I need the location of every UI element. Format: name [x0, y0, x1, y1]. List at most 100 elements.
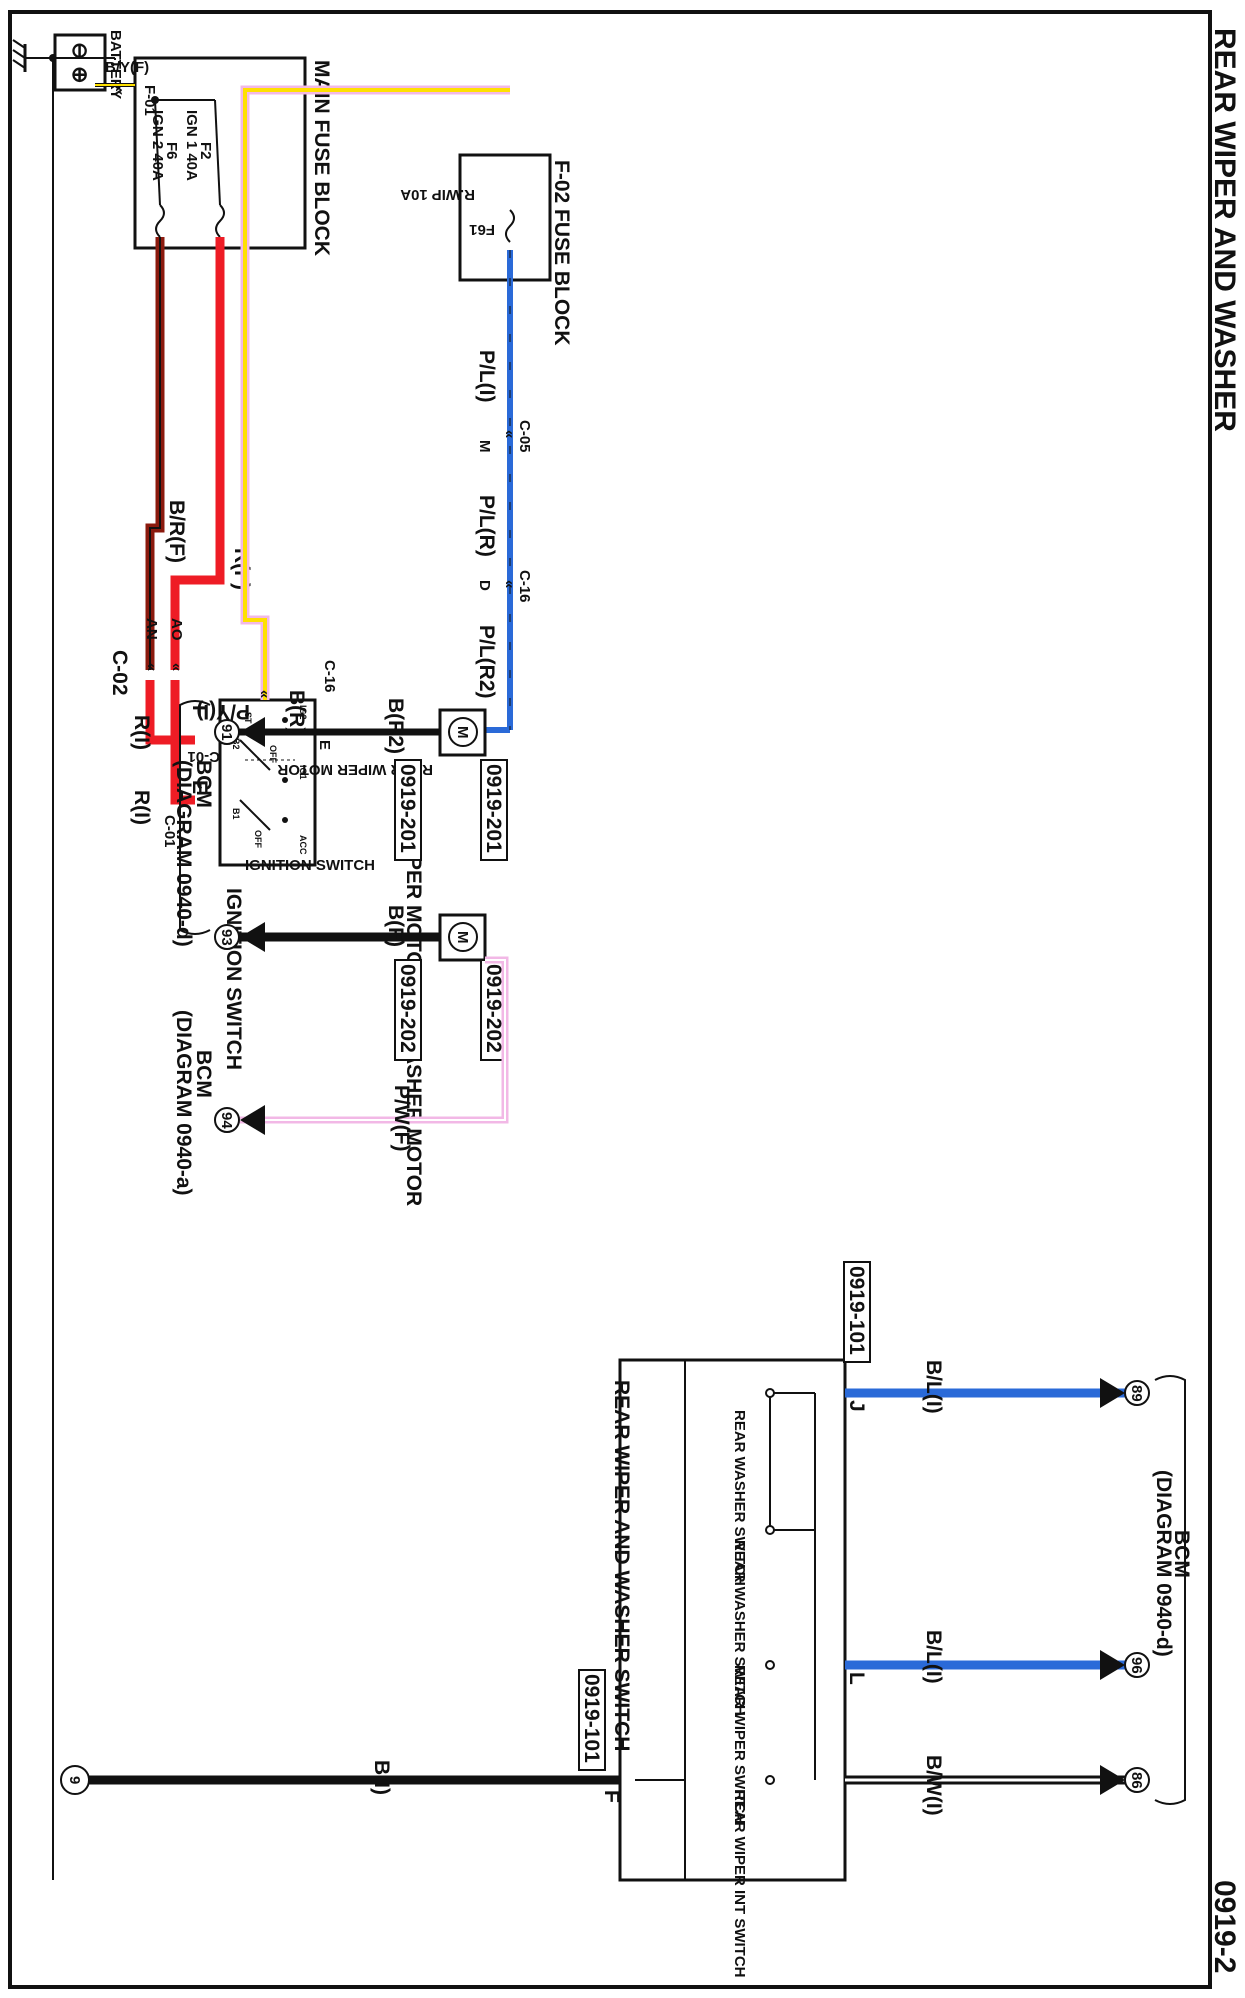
wire-py-i: P/Y(I) C-01 « [187, 85, 510, 765]
svg-text:OFF: OFF [253, 830, 263, 848]
svg-text:«: « [168, 663, 185, 671]
bcm-pin-93 [214, 924, 240, 950]
arrow-89 [1100, 1378, 1125, 1408]
page-frame [8, 10, 1212, 1989]
svg-text:C-01: C-01 [161, 815, 178, 848]
svg-text:F: F [188, 705, 211, 718]
wire-b-r2: B(R2) C-16 E B(R) 91 [214, 660, 440, 754]
svg-text:P/L(R): P/L(R) [475, 495, 498, 557]
rear-wiper-motor: M REAR WIPER MOTOR REAR WIPER MOTOR 0919… [277, 708, 508, 983]
svg-text:F61: F61 [469, 221, 495, 238]
ref-switch-bottom: 0919-101 [580, 1674, 603, 1763]
ground-point-9 [60, 1765, 90, 1795]
svg-text:IGNITION SWITCH: IGNITION SWITCH [222, 888, 245, 1070]
arrow-93 [240, 922, 265, 952]
svg-text:91: 91 [218, 724, 235, 741]
wire-pl-chain: P/L(I) C-05 M P/L(R) C-16 D P/L(R2) « « [475, 250, 533, 733]
ref-switch-top: 0919-101 [845, 1266, 868, 1355]
svg-text:REAR WIPER AND WASHER SWITCH: REAR WIPER AND WASHER SWITCH [610, 1380, 633, 1751]
svg-text:C-02: C-02 [108, 650, 131, 696]
svg-text:AN: AN [143, 618, 160, 640]
svg-text:E: E [316, 740, 333, 750]
svg-text:R.WIP 10A: R.WIP 10A [400, 186, 475, 203]
svg-text:P/Y(I): P/Y(I) [196, 700, 250, 723]
wire-b-i: B(I) F 9 [60, 1760, 623, 1803]
ground-rail [12, 39, 116, 1880]
page-title: REAR WIPER AND WASHER [1208, 28, 1241, 432]
svg-text:M: M [454, 726, 471, 739]
connector-f01: F-01 [141, 85, 158, 116]
wire-br-f: B/R(F) [145, 237, 188, 670]
svg-text:B/W(I): B/W(I) [922, 1755, 945, 1816]
bcm-pin-91 [214, 719, 240, 745]
ref-wiper-bottom: 0919-201 [396, 764, 419, 853]
svg-text:«: « [256, 690, 273, 698]
svg-text:F2: F2 [197, 142, 214, 160]
svg-text:B/R(F): B/R(F) [165, 500, 188, 563]
battery-label: BATTERY [107, 30, 124, 99]
svg-text:P/L(I): P/L(I) [475, 350, 498, 403]
svg-text:OFF: OFF [268, 745, 278, 763]
svg-text:M: M [476, 440, 493, 453]
svg-text:B(F): B(F) [384, 905, 407, 947]
svg-text:IG2: IG2 [298, 705, 308, 720]
svg-text:96: 96 [1128, 1657, 1145, 1674]
svg-text:BCM: BCM [1170, 1530, 1193, 1578]
fuse-rwip-symbol [505, 209, 515, 243]
arrow-91 [240, 717, 265, 747]
svg-text:M: M [454, 931, 471, 944]
svg-text:F6: F6 [163, 142, 180, 160]
svg-text:P/L(R2): P/L(R2) [475, 625, 498, 699]
connector-c02: « « C-02 AN AO [108, 618, 185, 696]
svg-text:89: 89 [1128, 1385, 1145, 1402]
main-fuse-block: MAIN FUSE BLOCK IGN 2 40A F6 IGN 1 40A F… [133, 56, 333, 256]
bcm-right-bracket: BCM (DIAGRAM 0940-d) [1152, 1375, 1193, 1805]
svg-text:C-05: C-05 [516, 420, 533, 453]
svg-text:REAR WIPER INT SWITCH: REAR WIPER INT SWITCH [731, 1790, 748, 1978]
ref-washer-bottom: 0919-202 [396, 964, 419, 1053]
svg-text:B/L(I): B/L(I) [922, 1630, 945, 1684]
wire-bl-i-96: B/L(I) L 96 [845, 1630, 1150, 1685]
svg-text:D: D [476, 580, 493, 591]
svg-text:BCM: BCM [192, 1050, 215, 1098]
battery: ⊖ ⊕ BATTERY [53, 30, 124, 99]
svg-text:9: 9 [66, 1776, 83, 1784]
svg-text:⊖: ⊖ [68, 42, 91, 60]
rear-wiper-washer-switch: REAR WIPER AND WASHER SWITCH 0919-101 09… [578, 1261, 871, 1978]
svg-text:86: 86 [1128, 1772, 1145, 1789]
wire-bl-i-89: B/L(I) J 89 [845, 1360, 1150, 1414]
svg-text:B(R): B(R) [285, 690, 308, 734]
wire-pw-f: P/W(F) 94 BCM (DIAGRAM 0940-a) [172, 956, 509, 1196]
svg-text:P/W(F): P/W(F) [390, 1085, 413, 1151]
rear-washer-motor: M REAR WASHER MOTOR 0919-202 0919-202 [394, 913, 508, 1206]
svg-text:REAR WASHER SWITCH: REAR WASHER SWITCH [731, 1410, 748, 1586]
svg-text:(DIAGRAM 0940-d): (DIAGRAM 0940-d) [172, 760, 195, 947]
bcm-pin-96 [1124, 1652, 1150, 1678]
svg-text:F-02 FUSE BLOCK: F-02 FUSE BLOCK [550, 160, 573, 346]
svg-text:ACC: ACC [298, 835, 308, 855]
bcm-left-bracket: BCM (DIAGRAM 0940-d) [172, 700, 215, 947]
svg-text:B2: B2 [231, 738, 241, 750]
wire-r-i: R(I) R(I) F E C-01 [130, 680, 211, 848]
svg-text:J: J [845, 1400, 868, 1412]
svg-text:C-16: C-16 [321, 660, 338, 693]
svg-text:B/L(I): B/L(I) [922, 1360, 945, 1414]
motor-symbol [448, 717, 478, 747]
svg-text:IGNITION SWITCH: IGNITION SWITCH [245, 857, 375, 874]
svg-text:B/Y(F): B/Y(F) [105, 59, 149, 76]
fuse-ign1-symbol [215, 204, 225, 238]
svg-text:(DIAGRAM 0940-a): (DIAGRAM 0940-a) [172, 1010, 195, 1196]
arrow-96 [1100, 1650, 1125, 1680]
svg-text:B(I): B(I) [370, 1760, 393, 1795]
arrow-94 [240, 1105, 265, 1135]
fuse-ign2-symbol [155, 204, 165, 238]
svg-text:B1: B1 [231, 808, 241, 820]
svg-text:«: « [501, 580, 518, 588]
svg-text:IGN 1 40A: IGN 1 40A [183, 110, 200, 181]
bcm-pin-94 [214, 1107, 240, 1133]
wire-by-f: B/Y(F) F-01 « [95, 59, 158, 116]
svg-text:⊕: ⊕ [68, 66, 91, 84]
svg-text:REAR WIPER SWITCH: REAR WIPER SWITCH [731, 1665, 748, 1824]
svg-text:ST: ST [243, 712, 253, 724]
svg-text:C-16: C-16 [516, 570, 533, 603]
